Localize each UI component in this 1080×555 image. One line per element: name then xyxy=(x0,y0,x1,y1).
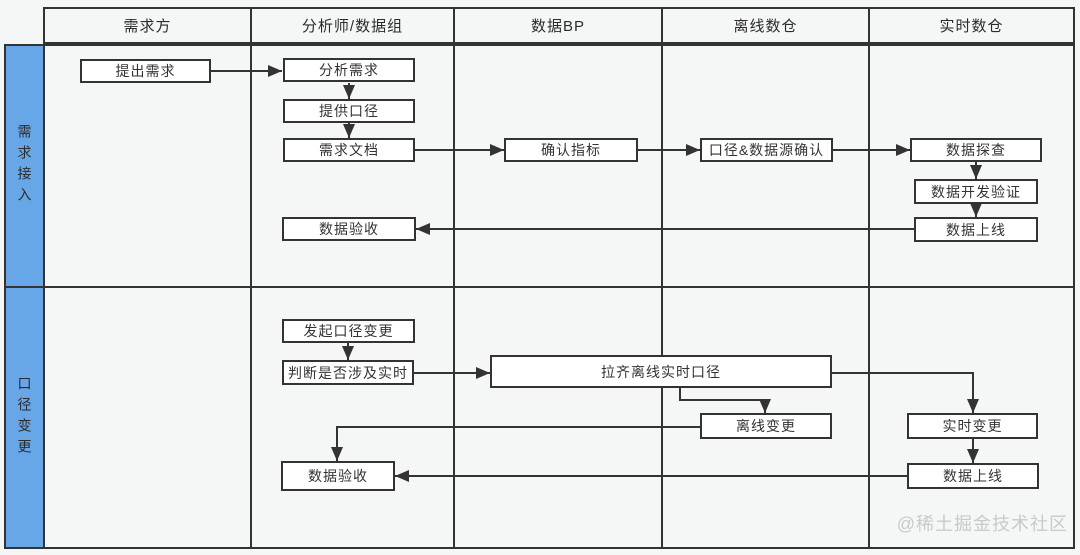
flow-node-data-online-2: 数据上线 xyxy=(907,463,1039,489)
lane-divider xyxy=(453,44,455,549)
flow-node-analyze-request: 分析需求 xyxy=(283,58,415,82)
flow-node-requirement-doc: 需求文档 xyxy=(283,138,415,162)
lane-header-data-bp: 数据BP xyxy=(530,18,585,35)
lane-header-demand-side: 需求方 xyxy=(123,18,172,35)
flow-node-propose-request: 提出需求 xyxy=(80,59,211,83)
lane-header-realtime-dw: 实时数仓 xyxy=(939,18,1004,35)
watermark-text: @稀土掘金技术社区 xyxy=(896,514,1068,534)
phase-cell-requirement-intake: 需求接入 xyxy=(6,46,43,286)
flow-node-data-explore: 数据探查 xyxy=(910,138,1042,162)
diagram-body-border xyxy=(4,44,1075,549)
lane-divider xyxy=(661,44,663,549)
flow-node-provide-caliber: 提供口径 xyxy=(283,99,415,123)
lane-header-analyst-group: 分析师/数据组 xyxy=(301,18,404,35)
lane-header-row: 需求方 分析师/数据组 数据BP 离线数仓 实时数仓 xyxy=(43,7,1075,44)
flow-node-realtime-change: 实时变更 xyxy=(907,413,1038,439)
lane-divider xyxy=(250,44,252,549)
flow-node-judge-realtime-involved: 判断是否涉及实时 xyxy=(282,360,414,385)
header-divider xyxy=(661,9,663,42)
phase-cell-caliber-change: 口径变更 xyxy=(6,288,43,547)
phase-label-requirement-intake: 需求接入 xyxy=(16,124,33,208)
header-divider xyxy=(453,9,455,42)
header-divider xyxy=(250,9,252,42)
lane-header-offline-dw: 离线数仓 xyxy=(733,18,798,35)
flow-node-confirm-metrics: 确认指标 xyxy=(504,138,638,162)
flow-node-offline-change: 离线变更 xyxy=(700,413,832,439)
lane-divider xyxy=(868,44,870,549)
flow-node-data-acceptance-2: 数据验收 xyxy=(281,461,395,491)
header-divider xyxy=(868,9,870,42)
flow-node-data-acceptance-1: 数据验收 xyxy=(282,217,416,241)
phase-label-caliber-change: 口径变更 xyxy=(16,375,33,460)
flow-node-data-dev-verify: 数据开发验证 xyxy=(914,179,1038,204)
flow-node-data-online-1: 数据上线 xyxy=(914,217,1038,242)
flow-node-initiate-caliber-change: 发起口径变更 xyxy=(282,319,415,343)
flow-node-caliber-datasource-confirm: 口径&数据源确认 xyxy=(700,138,833,162)
phase-divider xyxy=(4,286,1075,288)
flow-node-align-offline-realtime-caliber: 拉齐离线实时口径 xyxy=(490,355,832,388)
lane-divider xyxy=(43,44,45,549)
